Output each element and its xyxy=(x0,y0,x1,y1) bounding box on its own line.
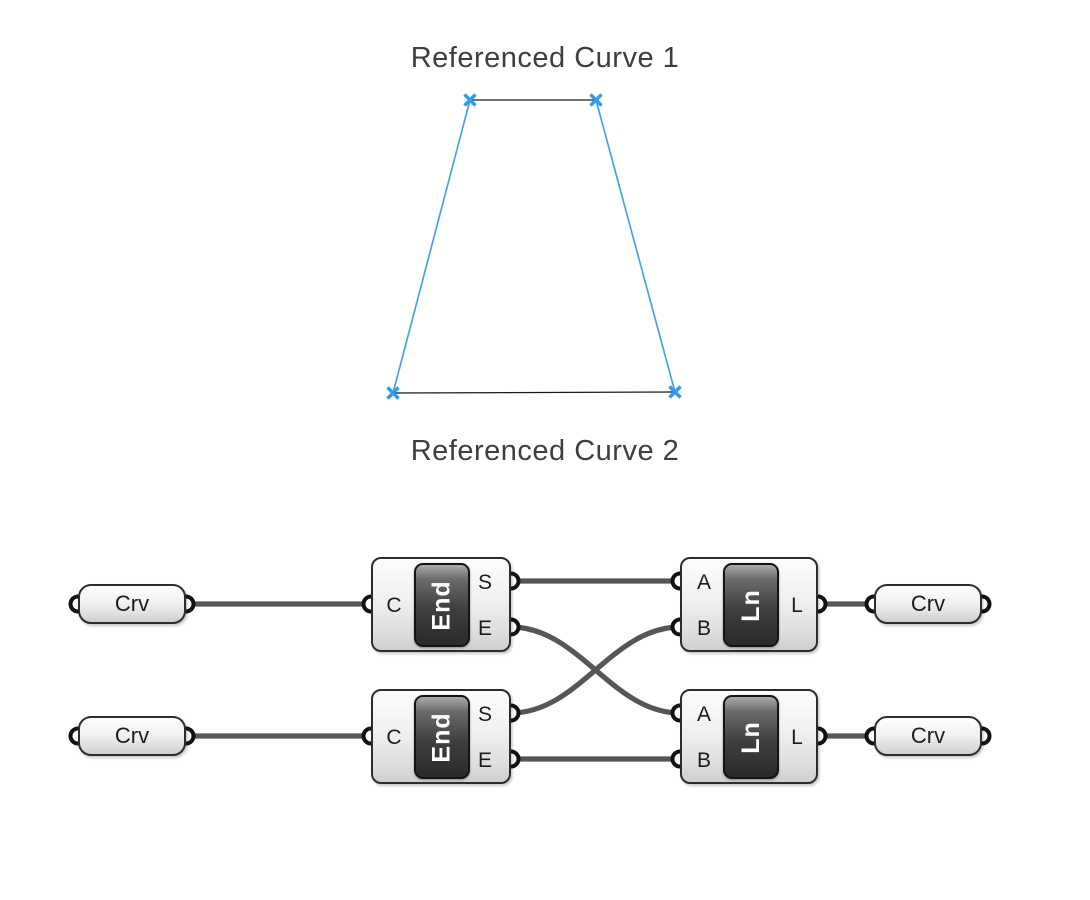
end1-badge[interactable]: End xyxy=(414,563,470,647)
component-line-2[interactable]: A B Ln L xyxy=(680,689,818,784)
end1-badge-label: End xyxy=(427,579,456,631)
end2-output-e-label: E xyxy=(477,749,492,772)
line2-badge-label: Ln xyxy=(736,720,765,754)
endpoint-marker-top-left xyxy=(463,93,477,107)
param-curve-1[interactable]: Crv xyxy=(78,584,186,624)
end1-output-s-label: S xyxy=(477,571,492,594)
preview-title-curve-2: Referenced Curve 2 xyxy=(410,435,680,467)
endpoint-marker-bottom-right xyxy=(668,385,682,399)
param-curve-out-2-label: Crv xyxy=(910,723,946,748)
param-curve-2[interactable]: Crv xyxy=(78,716,186,756)
preview-title-curve-1: Referenced Curve 1 xyxy=(410,42,680,74)
component-endpoints-1[interactable]: C End S E xyxy=(371,557,511,652)
line1-input-b-label: B xyxy=(696,617,711,640)
line1-input-a-label: A xyxy=(696,571,711,594)
param-curve-2-label: Crv xyxy=(114,723,150,748)
end1-output-e-label: E xyxy=(477,617,492,640)
component-endpoints-2[interactable]: C End S E xyxy=(371,689,511,784)
referenced-curve-2-line xyxy=(392,391,676,394)
end2-input-c-label: C xyxy=(386,726,402,749)
param-curve-out-1-label: Crv xyxy=(910,591,946,616)
line1-output-l-label: L xyxy=(791,594,803,617)
line2-input-a-label: A xyxy=(696,703,711,726)
end2-badge-label: End xyxy=(427,711,456,763)
wire-end2-s-to-line1-b[interactable] xyxy=(508,624,683,716)
line2-input-b-label: B xyxy=(696,749,711,772)
line1-badge[interactable]: Ln xyxy=(723,563,779,647)
end2-badge[interactable]: End xyxy=(414,695,470,779)
param-curve-out-1[interactable]: Crv xyxy=(874,584,982,624)
line1-badge-label: Ln xyxy=(736,588,765,622)
endpoint-marker-bottom-left xyxy=(386,386,400,400)
line2-output-l-label: L xyxy=(791,726,803,749)
endpoint-marker-top-right xyxy=(589,93,603,107)
generated-line-left xyxy=(392,99,471,394)
end1-input-c-label: C xyxy=(386,594,402,617)
param-curve-1-label: Crv xyxy=(114,591,150,616)
component-line-1[interactable]: A B Ln L xyxy=(680,557,818,652)
line2-badge[interactable]: Ln xyxy=(723,695,779,779)
param-curve-out-2[interactable]: Crv xyxy=(874,716,982,756)
end2-output-s-label: S xyxy=(477,703,492,726)
generated-line-right xyxy=(595,99,676,393)
